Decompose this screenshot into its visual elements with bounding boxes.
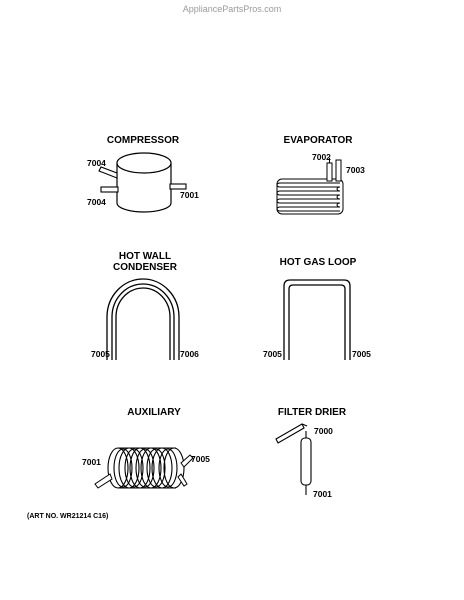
compressor-shape — [116, 152, 172, 213]
evaporator-coil — [276, 178, 344, 215]
auxiliary-label-7005: 7005 — [191, 454, 210, 464]
art-number: (ART NO. WR21214 C16) — [27, 513, 108, 520]
hot-wall-condenser-group[interactable]: HOT WALL CONDENSER 7005 7006 — [91, 251, 199, 360]
compressor-title: COMPRESSOR — [107, 135, 180, 146]
filter-drier-shape — [275, 423, 312, 495]
hot-gas-loop-title: HOT GAS LOOP — [280, 257, 357, 268]
hot-wall-condenser-label-7006: 7006 — [180, 349, 199, 359]
auxiliary-coil — [107, 447, 185, 489]
auxiliary-label-7001: 7001 — [82, 457, 101, 467]
filter-drier-group[interactable]: FILTER DRIER 7000 7001 — [275, 407, 347, 499]
evaporator-tubes — [326, 158, 342, 182]
watermark: AppliancePartsPros.com — [182, 4, 282, 14]
auxiliary-group[interactable]: AUXILIARY 7001 7005 — [82, 407, 210, 489]
auxiliary-title: AUXILIARY — [127, 407, 181, 418]
hot-gas-loop-label-7005-left: 7005 — [263, 349, 282, 359]
compressor-group[interactable]: COMPRESSOR 7004 7004 7001 — [87, 135, 199, 213]
evaporator-title: EVAPORATOR — [284, 135, 354, 146]
hot-wall-condenser-tube — [106, 278, 180, 360]
evaporator-label-7002: 7002 — [312, 152, 331, 162]
evaporator-group[interactable]: EVAPORATOR 7002 7003 — [276, 135, 365, 215]
compressor-label-7004-bottom: 7004 — [87, 197, 106, 207]
hot-gas-loop-label-7005-right: 7005 — [352, 349, 371, 359]
filter-drier-title: FILTER DRIER — [278, 407, 347, 418]
hot-gas-loop-tube — [283, 279, 351, 360]
evaporator-label-7003: 7003 — [346, 165, 365, 175]
filter-drier-label-7001: 7001 — [313, 489, 332, 499]
hot-wall-condenser-title-line1: HOT WALL — [119, 251, 171, 262]
compressor-tubes — [98, 166, 187, 193]
hot-gas-loop-group[interactable]: HOT GAS LOOP 7005 7005 — [263, 257, 371, 360]
hot-wall-condenser-label-7005: 7005 — [91, 349, 110, 359]
compressor-label-7001: 7001 — [180, 190, 199, 200]
compressor-label-7004-top: 7004 — [87, 158, 106, 168]
hot-wall-condenser-title-line2: CONDENSER — [113, 262, 178, 273]
filter-drier-label-7000: 7000 — [314, 426, 333, 436]
auxiliary-tubes — [94, 454, 194, 489]
